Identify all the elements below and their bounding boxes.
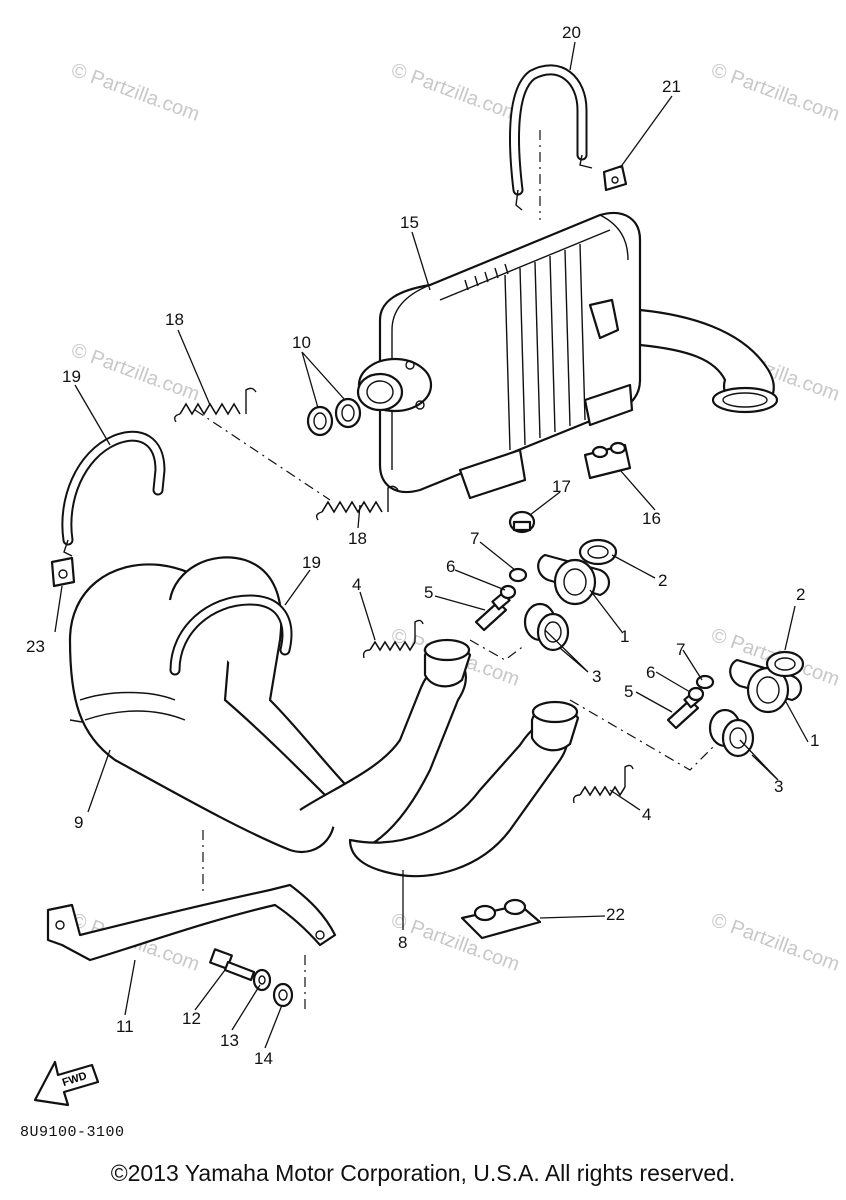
exhaust-header-8[interactable] bbox=[299, 638, 580, 878]
centerline-flange-lower bbox=[569, 699, 716, 771]
damper-16[interactable] bbox=[583, 441, 632, 480]
damper-22[interactable] bbox=[460, 898, 542, 940]
gasket-2-upper[interactable] bbox=[578, 538, 618, 566]
spring-4-lower[interactable] bbox=[572, 764, 634, 804]
gasket-10[interactable] bbox=[306, 397, 362, 437]
bracket-21[interactable] bbox=[602, 164, 628, 192]
watermark-4: © Partzilla.com bbox=[68, 339, 202, 406]
nut-7-upper[interactable] bbox=[508, 567, 528, 583]
callout-1-upper: 1 bbox=[620, 627, 629, 646]
callout-23: 23 bbox=[26, 637, 45, 656]
callout-4-upper: 4 bbox=[352, 575, 361, 594]
spring-4-upper[interactable] bbox=[362, 619, 424, 659]
nut-14[interactable] bbox=[272, 982, 294, 1008]
grommet-17[interactable] bbox=[508, 510, 536, 534]
callout-8: 8 bbox=[398, 933, 407, 952]
callout-15: 15 bbox=[400, 213, 419, 232]
callout-3-upper: 3 bbox=[592, 667, 601, 686]
callout-5-lower: 5 bbox=[624, 682, 633, 701]
gasket-3-upper[interactable] bbox=[523, 602, 570, 652]
callout-12: 12 bbox=[182, 1009, 201, 1028]
callout-22: 22 bbox=[606, 905, 625, 924]
watermark-3: © Partzilla.com bbox=[708, 59, 842, 126]
callout-2-lower: 2 bbox=[796, 585, 805, 604]
washer-13[interactable] bbox=[252, 968, 272, 992]
leader-lines bbox=[54, 41, 809, 1049]
copyright-notice: ©2013 Yamaha Motor Corporation, U.S.A. A… bbox=[110, 1160, 736, 1186]
callout-7-upper: 7 bbox=[470, 529, 479, 548]
fwd-arrow-icon: FWD bbox=[33, 1060, 100, 1107]
callout-3-lower: 3 bbox=[774, 777, 783, 796]
callouts: 20 21 15 18 10 19 17 16 18 7 6 5 2 1 3 1… bbox=[26, 23, 819, 1068]
callout-1-lower: 1 bbox=[810, 731, 819, 750]
callout-21: 21 bbox=[662, 77, 681, 96]
callout-6-upper: 6 bbox=[446, 557, 455, 576]
callout-2-upper: 2 bbox=[658, 571, 667, 590]
exhaust-parts-diagram: © Partzilla.com © Partzilla.com © Partzi… bbox=[26, 23, 842, 1107]
callout-13: 13 bbox=[220, 1031, 239, 1050]
spring-20[interactable] bbox=[509, 64, 593, 211]
drawing-code: 8U9100-3100 bbox=[20, 1124, 125, 1141]
callout-7-lower: 7 bbox=[676, 640, 685, 659]
gasket-2-lower[interactable] bbox=[765, 650, 805, 678]
watermark-2: © Partzilla.com bbox=[388, 59, 522, 126]
callout-11: 11 bbox=[116, 1017, 134, 1036]
spring-19-center[interactable] bbox=[169, 594, 293, 676]
muffler-15[interactable] bbox=[356, 211, 779, 500]
bracket-23[interactable] bbox=[50, 556, 76, 588]
spring-18-lower[interactable] bbox=[315, 485, 399, 521]
callout-19-center: 19 bbox=[302, 553, 321, 572]
callout-16: 16 bbox=[642, 509, 661, 528]
callout-17: 17 bbox=[552, 477, 571, 496]
callout-18-lower: 18 bbox=[348, 529, 367, 548]
bracket-11[interactable] bbox=[46, 883, 337, 962]
centerline-18 bbox=[194, 409, 331, 501]
washer-6-lower[interactable] bbox=[687, 686, 705, 702]
nut-7-lower[interactable] bbox=[695, 674, 715, 690]
callout-10: 10 bbox=[292, 333, 311, 352]
callout-5-upper: 5 bbox=[424, 583, 433, 602]
washer-6-upper[interactable] bbox=[499, 584, 517, 600]
callout-9: 9 bbox=[74, 813, 83, 832]
watermark-12: © Partzilla.com bbox=[708, 909, 842, 976]
flange-1-lower[interactable] bbox=[729, 658, 803, 714]
gasket-3-lower[interactable] bbox=[708, 708, 755, 758]
callout-19-left: 19 bbox=[62, 367, 81, 386]
watermark-1: © Partzilla.com bbox=[68, 59, 202, 126]
callout-6-lower: 6 bbox=[646, 663, 655, 682]
bolt-12[interactable] bbox=[209, 948, 256, 982]
callout-4-lower: 4 bbox=[642, 805, 651, 824]
callout-20: 20 bbox=[562, 23, 581, 42]
callout-14: 14 bbox=[254, 1049, 273, 1068]
flange-1-upper[interactable] bbox=[537, 553, 611, 606]
callout-18-upper: 18 bbox=[165, 310, 184, 329]
spring-19-left[interactable] bbox=[61, 430, 166, 557]
